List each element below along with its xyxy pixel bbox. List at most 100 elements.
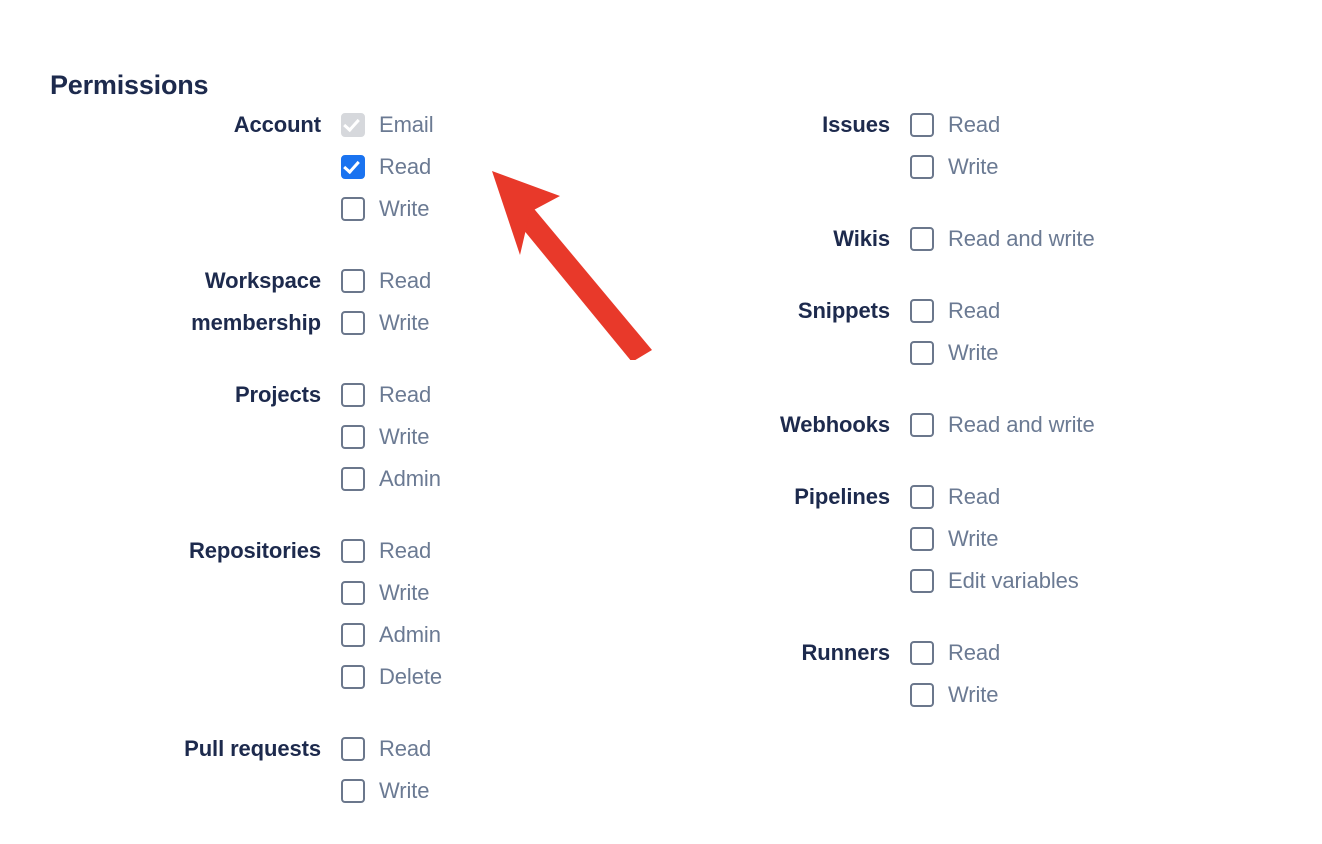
permission-group-label: Pull requests <box>184 736 321 761</box>
checkbox-unchecked[interactable] <box>910 299 934 323</box>
check-icon <box>343 114 360 133</box>
permission-option-row[interactable]: Admin <box>341 458 442 500</box>
permission-option-row[interactable]: Write <box>341 770 442 812</box>
permission-group-label: Webhooks <box>779 412 890 437</box>
permission-group-label: Issues <box>822 112 890 137</box>
checkbox-unchecked[interactable] <box>341 623 365 647</box>
checkbox-unchecked[interactable] <box>910 485 934 509</box>
permission-option-label: Write <box>379 196 430 221</box>
checkbox-checked[interactable] <box>341 155 365 179</box>
checkbox-unchecked[interactable] <box>910 113 934 137</box>
permission-option-label: Write <box>379 778 430 803</box>
permission-option-label: Read <box>948 640 1001 665</box>
permission-group-label: Snippets <box>797 298 890 323</box>
checkbox-unchecked[interactable] <box>341 581 365 605</box>
checkbox-unchecked[interactable] <box>341 737 365 761</box>
permission-option-label: Read <box>948 112 1001 137</box>
permission-option-row[interactable]: Email <box>341 104 442 146</box>
checkbox-unchecked[interactable] <box>341 269 365 293</box>
check-icon <box>343 156 360 175</box>
permission-option-row[interactable]: Read <box>910 290 1095 332</box>
permission-option-row[interactable]: Read and write <box>910 404 1095 446</box>
permission-option-row[interactable]: Read <box>341 260 442 302</box>
checkbox-unchecked[interactable] <box>910 413 934 437</box>
permission-option-row[interactable]: Write <box>910 146 1095 188</box>
permission-group-label: Pipelines <box>794 484 890 509</box>
permission-option-row[interactable]: Read <box>910 104 1095 146</box>
permission-option-row[interactable]: Read <box>910 476 1095 518</box>
permission-option-label: Read <box>379 154 432 179</box>
permission-option-label: Read <box>948 298 1001 323</box>
permission-option-label: Write <box>948 154 999 179</box>
permission-option-label: Write <box>379 580 430 605</box>
permission-option-row[interactable]: Read <box>341 146 442 188</box>
checkbox-unchecked[interactable] <box>341 467 365 491</box>
permission-option-row[interactable]: Read <box>341 374 442 416</box>
permission-option-row[interactable]: Write <box>910 518 1095 560</box>
checkbox-unchecked[interactable] <box>910 155 934 179</box>
permission-option-label: Admin <box>379 622 441 647</box>
permission-group-label: Repositories <box>188 538 321 563</box>
checkbox-unchecked[interactable] <box>910 341 934 365</box>
permission-option-row[interactable]: Write <box>341 302 442 344</box>
checkbox-unchecked[interactable] <box>341 779 365 803</box>
permission-option-row[interactable]: Write <box>341 572 442 614</box>
page-title: Permissions <box>50 70 209 101</box>
checkbox-unchecked[interactable] <box>341 665 365 689</box>
permission-option-label: Read <box>379 268 432 293</box>
permission-option-label: Delete <box>379 664 442 689</box>
checkbox-unchecked[interactable] <box>341 425 365 449</box>
checkbox-unchecked[interactable] <box>341 311 365 335</box>
checkbox-checked-disabled <box>341 113 365 137</box>
checkbox-unchecked[interactable] <box>910 683 934 707</box>
permission-option-label: Write <box>948 682 999 707</box>
permission-option-row[interactable]: Write <box>341 416 442 458</box>
permission-option-row[interactable]: Read and write <box>910 218 1095 260</box>
permission-option-label: Read and write <box>948 226 1095 251</box>
permission-option-label: Read <box>379 736 432 761</box>
checkbox-unchecked[interactable] <box>910 227 934 251</box>
permission-option-row[interactable]: Write <box>910 332 1095 374</box>
permission-option-row[interactable]: Admin <box>341 614 442 656</box>
checkbox-unchecked[interactable] <box>910 569 934 593</box>
permission-option-label: Email <box>379 112 434 137</box>
checkbox-unchecked[interactable] <box>341 383 365 407</box>
permission-option-row[interactable]: Read <box>341 728 442 770</box>
permission-option-label: Edit variables <box>948 568 1079 593</box>
permission-option-label: Read <box>948 484 1001 509</box>
checkbox-unchecked[interactable] <box>341 197 365 221</box>
checkbox-unchecked[interactable] <box>341 539 365 563</box>
permission-group-label: Workspace membership <box>191 268 321 335</box>
permission-group-label: Runners <box>801 640 890 665</box>
permission-option-label: Write <box>379 424 430 449</box>
permission-options: Read and write <box>910 404 1095 446</box>
permission-option-label: Write <box>379 310 430 335</box>
permission-group: Webhooks Read and write <box>598 404 1095 446</box>
permission-group-label: Account <box>233 112 321 137</box>
permission-option-label: Read and write <box>948 412 1095 437</box>
permission-option-row[interactable]: Read <box>910 632 1095 674</box>
permission-option-label: Write <box>948 526 999 551</box>
permission-option-label: Write <box>948 340 999 365</box>
permission-group-label: Projects <box>234 382 321 407</box>
permission-option-row[interactable]: Write <box>910 674 1095 716</box>
checkbox-unchecked[interactable] <box>910 641 934 665</box>
permission-option-row[interactable]: Delete <box>341 656 442 698</box>
permission-group-label: Wikis <box>833 226 890 251</box>
permission-option-row[interactable]: Write <box>341 188 442 230</box>
checkbox-unchecked[interactable] <box>910 527 934 551</box>
permission-option-row[interactable]: Edit variables <box>910 560 1095 602</box>
permission-option-row[interactable]: Read <box>341 530 442 572</box>
